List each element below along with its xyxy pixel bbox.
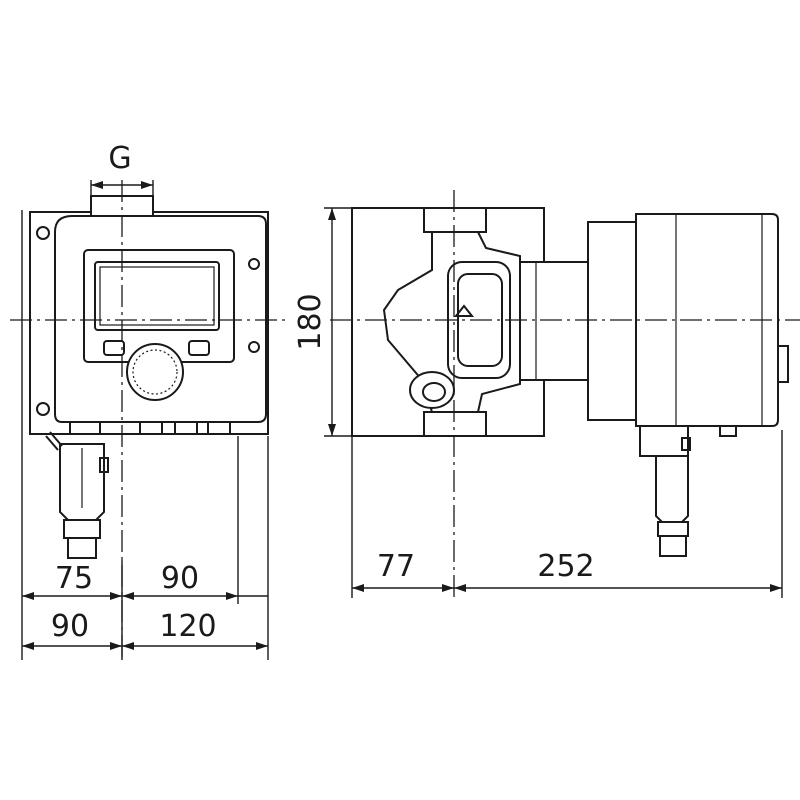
side-knob xyxy=(777,345,789,383)
front-view xyxy=(10,180,290,660)
menu-button xyxy=(188,340,210,356)
impeller-inner xyxy=(457,273,503,367)
flow-arrow xyxy=(453,304,475,317)
side-view xyxy=(330,190,800,600)
cable-plug-neck xyxy=(63,519,101,539)
screw-bottom-right xyxy=(248,341,260,353)
display-screen xyxy=(94,261,220,331)
drain-boss-inner xyxy=(422,382,446,402)
motor-body xyxy=(587,221,637,421)
side-plug-tip xyxy=(659,535,687,557)
screw-top-left xyxy=(36,226,50,240)
dim-side-left: 77 xyxy=(377,549,415,584)
side-bottom-flange xyxy=(423,411,487,437)
dim-front-right-total: 120 xyxy=(159,609,216,644)
screw-top-right xyxy=(248,258,260,270)
dim-front-left-total: 90 xyxy=(51,609,89,644)
cable-plug-tip xyxy=(67,537,97,559)
dimension-lines xyxy=(21,180,783,660)
drain-boss-outer xyxy=(409,371,455,409)
gland-3 xyxy=(174,421,198,435)
gland-1 xyxy=(69,421,101,435)
plug-latch xyxy=(99,457,109,473)
dim-front-left-lower: 75 xyxy=(55,561,93,596)
dim-front-right-lower: 90 xyxy=(161,561,199,596)
side-plug-latch xyxy=(681,437,691,451)
motor-neck xyxy=(519,261,589,381)
side-top-flange xyxy=(423,207,487,233)
side-plug-body xyxy=(655,455,689,523)
back-button xyxy=(103,340,125,356)
side-gland xyxy=(719,425,737,437)
thread-label: G xyxy=(108,141,131,176)
side-plug-neck xyxy=(657,521,689,537)
dim-side-right: 252 xyxy=(537,549,594,584)
gland-2 xyxy=(139,421,163,435)
control-dial xyxy=(126,343,184,401)
gland-4 xyxy=(207,421,231,435)
side-plug-bracket xyxy=(639,425,689,457)
screw-bottom-left xyxy=(36,402,50,416)
display-inner xyxy=(99,266,215,326)
control-dial-inner xyxy=(132,349,178,395)
dim-height: 180 xyxy=(293,293,328,350)
